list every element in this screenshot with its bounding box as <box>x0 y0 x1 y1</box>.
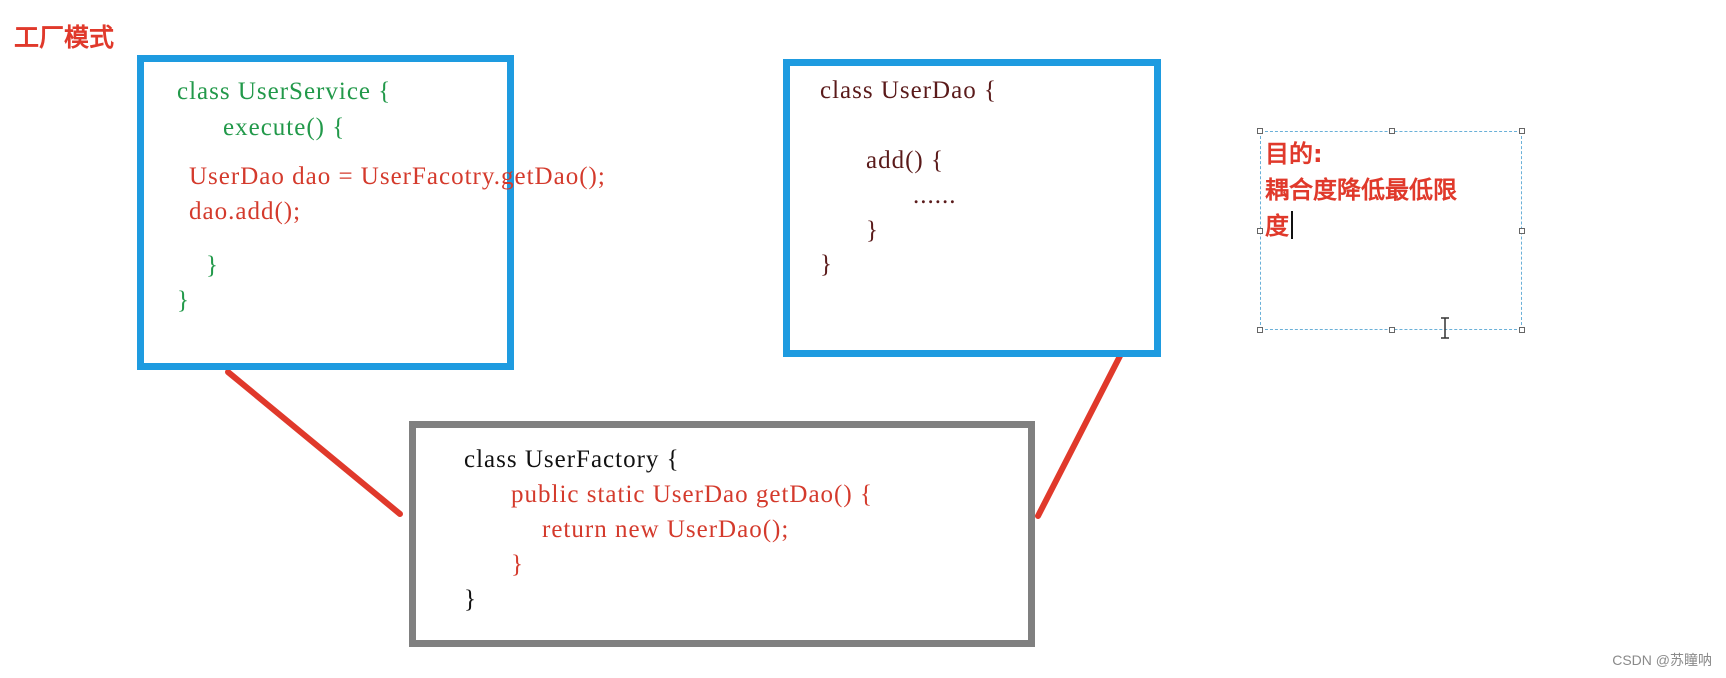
user-service-dao-line: UserDao dao = UserFacotry.getDao(); <box>189 163 606 190</box>
user-dao-ellipsis-line: ...... <box>913 182 957 209</box>
resize-handle-top-right[interactable] <box>1519 128 1525 134</box>
user-dao-close-class: } <box>820 251 833 278</box>
user-service-box <box>137 55 514 370</box>
note-line-1: 目的: <box>1265 140 1323 168</box>
page-title: 工厂模式 <box>14 23 115 52</box>
note-line-2: 耦合度降低最低限 <box>1265 176 1457 204</box>
user-dao-box <box>783 59 1161 357</box>
user-factory-box <box>409 421 1035 647</box>
user-dao-close-add: } <box>866 217 879 244</box>
user-service-add-line: dao.add(); <box>189 198 302 225</box>
note-line-3-wrapper: 度 <box>1265 208 1293 244</box>
resize-handle-right[interactable] <box>1519 228 1525 234</box>
user-service-execute-line: execute() { <box>223 114 346 141</box>
user-factory-close-class: } <box>464 586 477 613</box>
resize-handle-bottom[interactable] <box>1389 327 1395 333</box>
user-service-class-line: class UserService { <box>177 78 392 105</box>
resize-handle-bottom-right[interactable] <box>1519 327 1525 333</box>
watermark: CSDN @苏瞳呐 <box>1612 652 1712 668</box>
ibeam-cursor-icon <box>1441 317 1449 339</box>
user-service-close-class: } <box>177 287 190 314</box>
resize-handle-top-left[interactable] <box>1257 128 1263 134</box>
user-service-close-execute: } <box>206 252 219 279</box>
user-factory-class-line: class UserFactory { <box>464 446 680 473</box>
resize-handle-bottom-left[interactable] <box>1257 327 1263 333</box>
note-textbox[interactable]: 目的: 耦合度降低最低限 度 <box>1257 128 1525 333</box>
connector-dao-factory <box>1035 353 1123 519</box>
user-factory-close-getdao: } <box>511 551 524 578</box>
user-dao-class-line: class UserDao { <box>820 77 997 104</box>
resize-handle-left[interactable] <box>1257 228 1263 234</box>
resize-handle-top[interactable] <box>1389 128 1395 134</box>
text-caret <box>1291 211 1293 239</box>
note-line-3: 度 <box>1265 212 1289 240</box>
user-factory-getdao-line: public static UserDao getDao() { <box>511 481 873 508</box>
connector-service-factory <box>225 369 403 517</box>
user-factory-return-line: return new UserDao(); <box>542 516 790 543</box>
user-dao-add-line: add() { <box>866 147 944 174</box>
